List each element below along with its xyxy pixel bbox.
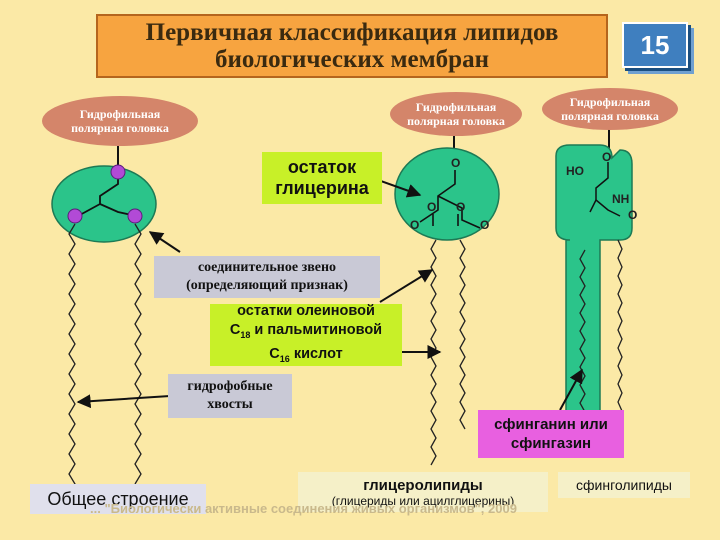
atom-ho: HO	[566, 164, 584, 178]
head-label-glycerolipid-line1: Гидрофильная	[415, 100, 497, 114]
head-label-general-line2: полярная головка	[71, 121, 169, 135]
atom-o-4: O	[480, 218, 490, 232]
slide-title: Первичная классификация липидов биологич…	[96, 14, 608, 78]
slide-number-badge: 15	[622, 22, 688, 68]
tails-line1: гидрофобные	[187, 379, 273, 394]
atom-sph-o2: O	[628, 208, 638, 222]
head-label-glycerolipid-line2: полярная головка	[407, 114, 505, 128]
tails-line2: хвосты	[207, 397, 253, 412]
arrow-linker	[148, 231, 181, 253]
acids-line1: остатки олеиновой	[237, 302, 375, 319]
glycerolipids-subtitle: (глицериды или ацилглицерины)	[331, 493, 515, 508]
sphingolipid-body	[555, 144, 633, 451]
sphingo-base-line1: сфинганин или	[494, 416, 608, 433]
glycerol-line1: остаток	[287, 157, 357, 177]
head-label-glycerolipid: Гидрофильная полярная головка	[390, 92, 522, 136]
acids-line2: С18 и пальмитиновой	[229, 321, 383, 340]
atom-o-1: O	[427, 200, 437, 214]
linker-label: соединительное звено (определяющий призн…	[154, 256, 380, 298]
head-label-sphingolipid-line2: полярная головка	[561, 109, 659, 123]
arrow-glycerol	[377, 179, 422, 198]
head-label-sphingolipid: Гидрофильная полярная головка	[542, 88, 678, 130]
acids-line3: С16 кислот	[269, 345, 343, 364]
sphingoid-base-label: сфинганин или сфингазин	[478, 410, 624, 458]
source-footer: ... "Биологически активные соединения жи…	[90, 501, 517, 516]
arrow-sphingo-base	[559, 368, 583, 411]
atom-sph-o: O	[602, 150, 612, 164]
atom-o-2: O	[456, 200, 466, 214]
sphingo-tail	[579, 249, 586, 440]
general-tail-right	[134, 223, 142, 485]
head-label-sphingolipid-line1: Гидрофильная	[569, 95, 651, 109]
glycerolipids-title: глицеролипиды	[363, 476, 483, 494]
glycerolipids-label: глицеролипиды (глицериды или ацилглицери…	[298, 472, 548, 512]
atom-nh: NH	[612, 192, 630, 206]
general-structure-text: Общее строение	[47, 488, 189, 509]
title-line-2: биологических мембран	[215, 46, 489, 73]
fatty-acids-label: остатки олеиновой С18 и пальмитиновой С1…	[210, 302, 402, 366]
arrow-acids-1	[379, 269, 434, 303]
linker-line2: (определяющий признак)	[186, 278, 348, 293]
general-dot-top	[110, 164, 126, 180]
glycerolipid-tail-right	[459, 239, 466, 430]
general-dot-left	[67, 208, 83, 224]
general-polar-head	[51, 165, 157, 243]
sphingo-skeleton	[589, 162, 621, 217]
glycerolipid-polar-head	[394, 147, 500, 241]
general-structure-label: Общее строение	[30, 484, 206, 514]
sphingolipids-text: сфинголипиды	[576, 477, 672, 493]
general-dot-right	[127, 208, 143, 224]
sphingo-tail-2	[617, 239, 623, 421]
head-label-general-line1: Гидрофильная	[79, 107, 161, 121]
hydrophobic-tails-label: гидрофобные хвосты	[168, 374, 292, 418]
title-line-1: Первичная классификация липидов	[145, 19, 559, 46]
glycerol-residue-label: остаток глицерина	[262, 152, 382, 204]
linker-line1: соединительное звено	[197, 260, 337, 275]
sphingo-base-line2: сфингазин	[510, 435, 592, 452]
atom-o-3: O	[410, 218, 420, 232]
glycerol-skeleton	[419, 170, 481, 229]
atom-o-top: O	[451, 156, 461, 170]
glycerol-line2: глицерина	[275, 178, 369, 198]
sphingolipids-label: сфинголипиды	[558, 472, 690, 498]
head-label-general: Гидрофильная полярная головка	[42, 96, 198, 146]
arrow-tails	[76, 394, 171, 409]
general-tail-left	[68, 223, 76, 495]
